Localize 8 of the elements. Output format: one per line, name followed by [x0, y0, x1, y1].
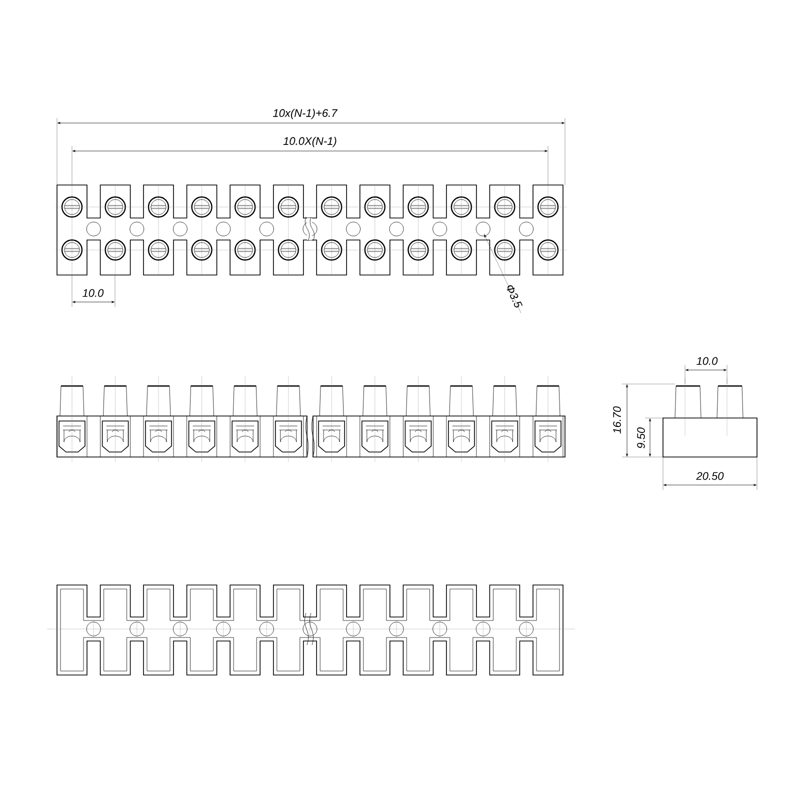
dimension-text: 10x(N-1)+6.7	[273, 108, 338, 120]
dimension-text: 16.70	[613, 406, 621, 434]
dimension-text: Φ3.5	[506, 285, 523, 308]
dimension-text: 10.0X(N-1)	[283, 136, 336, 148]
dimension-text: 9.50	[637, 427, 645, 448]
dimension-text: 20.50	[696, 472, 724, 480]
dimension-text: 10.0	[82, 289, 104, 297]
dimension-text: 10.0	[696, 357, 718, 365]
